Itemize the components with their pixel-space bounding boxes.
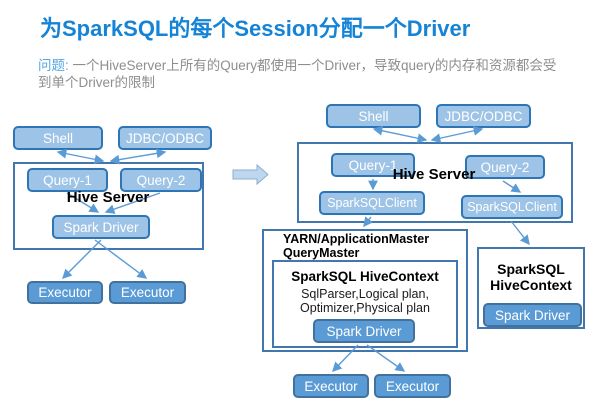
side-sparksql-hivecontext-title: SparkSQL HiveContext [477, 261, 585, 293]
right-hive-server-label: Hive Server [392, 166, 476, 183]
yarn-title-line1: YARN/ApplicationMaster [283, 232, 430, 246]
yarn-title-line2: QueryMaster [283, 246, 360, 260]
yarn-application-master-container [262, 229, 468, 352]
left-executor2-box: Executor [109, 281, 186, 304]
left-query1-box: Query-1 [27, 168, 108, 192]
right-spark-driver-box: Spark Driver [313, 319, 415, 343]
arrow-right-jdbc-hiveserver [430, 126, 484, 143]
right-query1-box: Query-1 [331, 153, 415, 177]
right-shell-box: Shell [326, 104, 421, 128]
problem-note-label: 问题: [38, 58, 69, 73]
right-query2-box: Query-2 [465, 155, 545, 179]
problem-note: 问题: 一个HiveServer上所有的Query都使用一个Driver，导致q… [38, 57, 568, 91]
side-title-line2: HiveContext [490, 277, 572, 293]
right-jdbc-odbc-box: JDBC/ODBC [436, 104, 531, 128]
left-executor1-box: Executor [27, 281, 103, 304]
left-query2-box: Query-2 [120, 168, 202, 192]
left-spark-driver-box: Spark Driver [52, 215, 150, 239]
arrow-right-shell-hiveserver [372, 125, 428, 144]
left-hive-server-label: Hive Server [66, 189, 150, 206]
side-sparksql-hivecontext-container [477, 247, 585, 329]
right-hive-server-container [297, 142, 573, 223]
transition-block-arrow [232, 163, 269, 186]
sparksql-hivecontext-title: SparkSQL HiveContext [291, 269, 439, 284]
right-sparksql-client2-box: SparkSQLClient [461, 195, 563, 219]
arrow-left-jdbc-hiveserver [109, 148, 167, 165]
arrow-right-client2-sidebox [510, 220, 530, 246]
right-executor1-box: Executor [293, 374, 369, 398]
sparksql-hivecontext-sub1: SqlParser,Logical plan, [301, 287, 429, 301]
right-sparksql-client1-box: SparkSQLClient [319, 191, 425, 215]
left-shell-box: Shell [13, 126, 103, 150]
arrow-left-shell-hiveserver [56, 148, 105, 165]
slide-title: 为SparkSQL的每个Session分配一个Driver [40, 16, 471, 41]
side-title-line1: SparkSQL [497, 261, 565, 277]
yarn-title: YARN/ApplicationMaster QueryMaster [283, 232, 429, 260]
left-jdbc-odbc-box: JDBC/ODBC [118, 126, 212, 150]
right-executor2-box: Executor [374, 374, 451, 398]
sparksql-hivecontext-container [272, 260, 458, 348]
sparksql-hivecontext-sub2: Optimizer,Physical plan [300, 301, 430, 315]
problem-note-text: 一个HiveServer上所有的Query都使用一个Driver，导致query… [38, 58, 557, 90]
side-spark-driver-box: Spark Driver [483, 303, 582, 327]
